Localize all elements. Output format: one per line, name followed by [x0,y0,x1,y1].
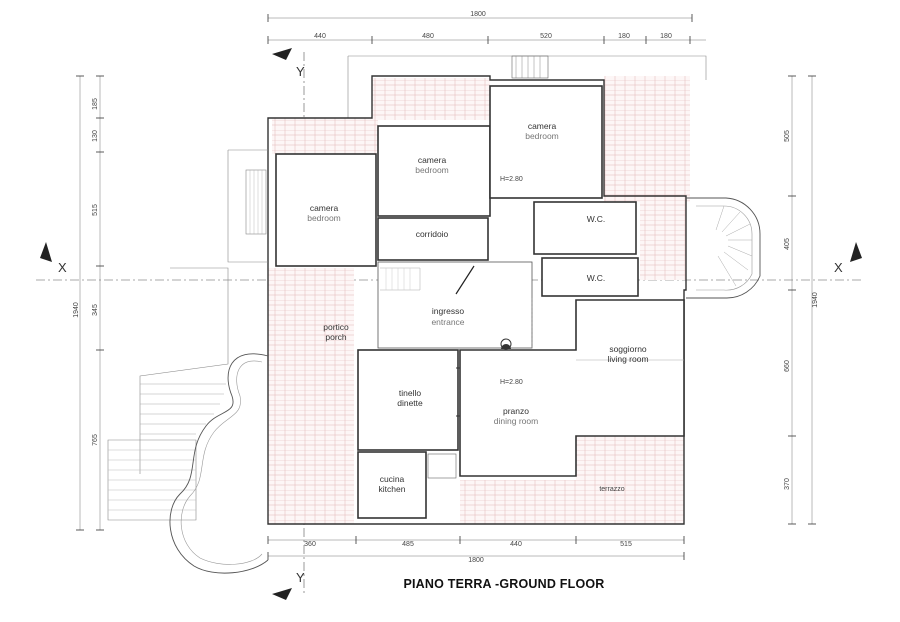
outer-walls [267,55,707,525]
room-entrance-it: ingresso [432,306,464,316]
room-corridor: corridoio [416,229,449,239]
room-terrace: terrazzo [599,486,624,493]
dinette-walls [357,349,459,451]
room-bedroom-mid-it: camera [418,155,447,165]
room-dining-it: pranzo [503,406,529,416]
wc1-walls [533,201,637,255]
bedroom-right-walls [489,85,603,199]
dim-left-4: 345 [92,304,99,316]
room-bedroom-right-it: camera [528,121,557,131]
section-x-right: X [834,260,843,275]
wc2-walls [541,257,639,297]
room-entrance-en: entrance [431,317,464,327]
bedroom-left-walls [275,153,377,267]
section-arrow-icon [272,48,292,60]
height-lower: H=2.80 [500,379,523,386]
room-dining-en: dining room [494,416,538,426]
spiral-stair [686,197,761,299]
room-living-it: soggiorno [609,344,647,354]
dim-top-1: 440 [314,33,326,40]
room-living-en: living room [607,354,648,364]
paving [268,76,690,524]
drawing-title: PIANO TERRA -GROUND FLOOR [403,577,604,591]
dim-top-4: 180 [618,33,630,40]
dim-right-3: 660 [784,360,791,372]
dim-top-3: 520 [540,33,552,40]
height-upper: H=2.80 [500,176,523,183]
corridor-walls [377,217,489,261]
room-porch-en: porch [325,332,347,342]
dim-right-4: 370 [784,478,791,490]
kitchen-walls [357,451,427,519]
living-dining-walls [459,299,685,477]
section-arrow-icon [40,242,52,262]
room-wc1: W.C. [587,214,605,224]
rooms [275,85,685,519]
dim-left-total: 1940 [73,302,80,318]
section-arrow-icon [272,588,292,600]
entrance-walls [377,261,533,349]
room-bedroom-left-en: bedroom [307,213,341,223]
entrance-details [380,265,533,350]
section-y-top: Y [296,64,305,79]
left-exterior [107,149,269,574]
dim-left-3: 515 [92,204,99,216]
room-kitchen-it: cucina [380,474,405,484]
room-wc2: W.C. [587,273,605,283]
dim-top-total: 1800 [470,11,486,18]
room-kitchen-en: kitchen [379,484,406,494]
section-x-left: X [58,260,67,275]
dim-left-5: 765 [92,434,99,446]
dimension-lines [76,14,816,560]
room-dinette-it: tinello [399,388,421,398]
dim-right-2: 405 [784,238,791,250]
dim-bottom-3: 440 [510,541,522,548]
dim-bottom-4: 515 [620,541,632,548]
dim-top-5: 180 [660,33,672,40]
section-y-bottom: Y [296,570,305,585]
room-porch-it: portico [323,322,349,332]
dim-right-1: 505 [784,130,791,142]
dim-right-total: 1940 [812,292,819,308]
room-labels: camera bedroom camera bedroom camera bed… [307,121,648,494]
dim-bottom-1: 360 [304,541,316,548]
room-bedroom-right-en: bedroom [525,131,559,141]
dim-bottom-2: 485 [402,541,414,548]
room-dinette-en: dinette [397,398,423,408]
dim-bottom-total: 1800 [468,557,484,564]
section-arrow-icon [850,242,862,262]
dim-left-1: 185 [92,98,99,110]
section-markers: Y Y X X [40,48,862,600]
dimension-texts: 1800 440 480 520 180 180 360 485 440 515… [73,11,819,564]
room-bedroom-mid-en: bedroom [415,165,449,175]
dim-top-2: 480 [422,33,434,40]
room-bedroom-left-it: camera [310,203,339,213]
dim-left-2: 130 [92,130,99,142]
